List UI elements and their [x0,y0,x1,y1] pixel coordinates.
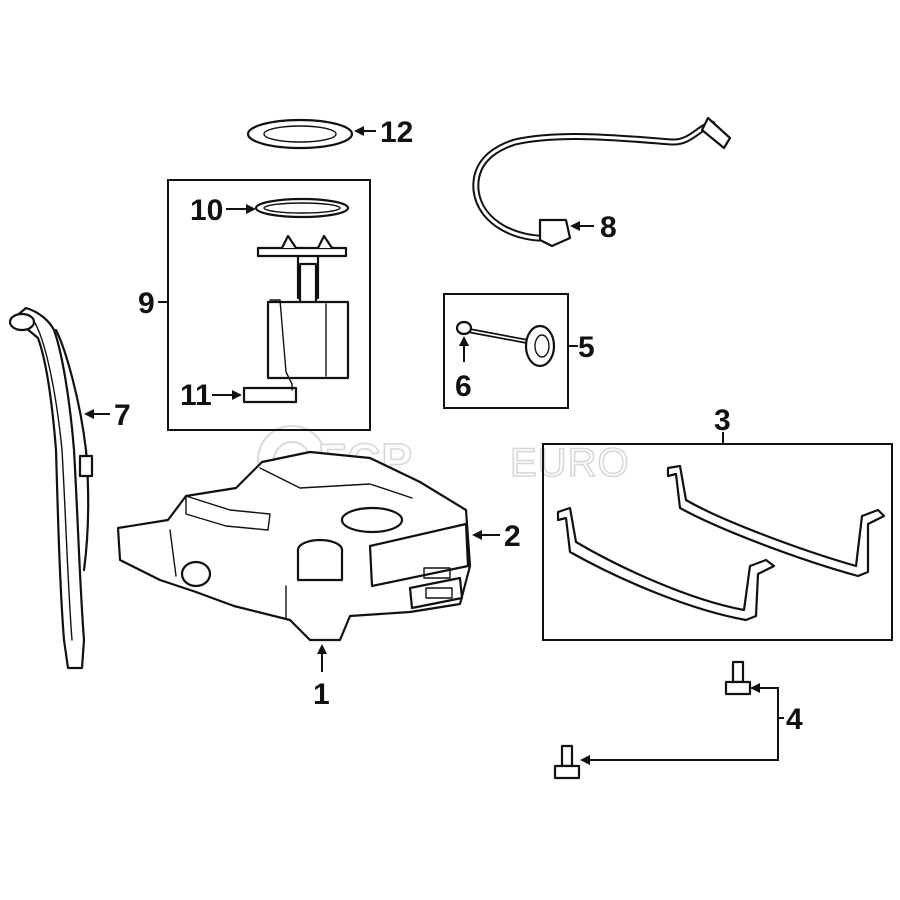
part-4-bolt-upper [724,660,752,696]
callout-1: 1 [313,678,330,711]
leader-lines [84,126,784,765]
callout-9: 9 [138,287,155,320]
part-7-filler-neck [8,306,94,670]
callout-5: 5 [578,331,595,364]
part-3-tank-strap-front [556,506,776,622]
part-3-tank-strap-rear [666,464,886,578]
part-4-bolt-lower [553,744,581,780]
part-1-fuel-tank [116,450,472,642]
callout-12: 12 [380,116,413,149]
callout-2: 2 [504,520,521,553]
pump-module-box [167,179,371,431]
part-12-seal-ring [246,118,354,150]
part-8-vent-hose [472,116,732,248]
sender-box [443,293,569,409]
straps-box [542,443,893,641]
callout-11: 11 [180,379,212,412]
callout-4: 4 [786,703,803,736]
part-5-sender-cap [463,324,556,368]
part-9-fuel-pump-module [242,234,350,404]
part-6-float [455,320,473,336]
callout-10: 10 [190,194,223,227]
callout-labels: 12 10 9 11 8 5 6 7 3 2 1 4 [114,116,803,736]
watermark-brand-euro: EURO [510,441,630,485]
callout-6: 6 [455,370,472,403]
part-2-heat-shield [368,522,470,610]
callout-3: 3 [714,404,731,437]
callout-8: 8 [600,211,617,244]
part-10-lock-ring [254,197,350,219]
callout-7: 7 [114,399,131,432]
